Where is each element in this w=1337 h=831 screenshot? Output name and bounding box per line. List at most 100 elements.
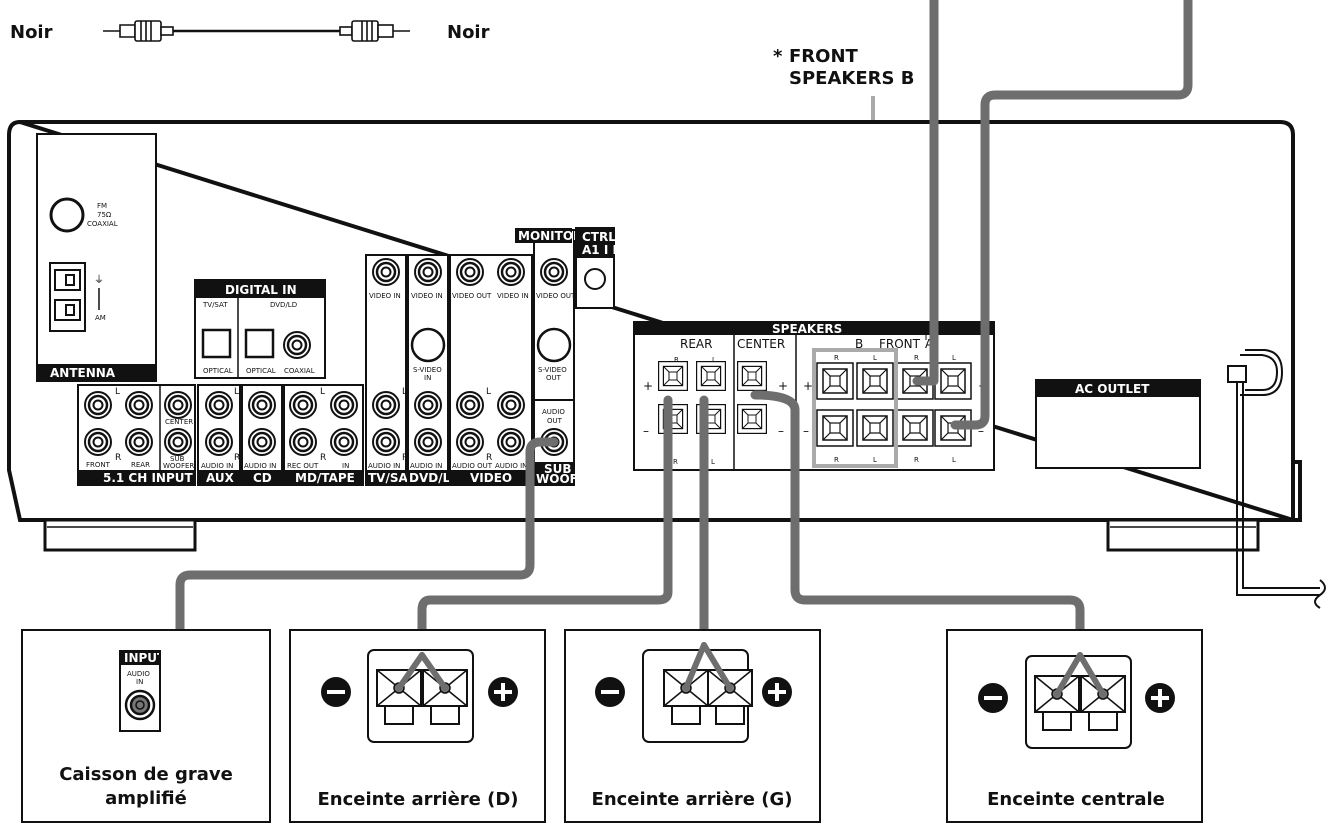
mdtape-out-r-jack[interactable] bbox=[288, 427, 318, 457]
cd-l-jack[interactable] bbox=[247, 390, 277, 420]
frontb-l-minus-terminal[interactable] bbox=[856, 409, 894, 447]
input51-sub-jack[interactable] bbox=[163, 427, 193, 457]
cable-center bbox=[750, 390, 1085, 665]
ac-outlet-title: AC OUTLET bbox=[1075, 382, 1150, 396]
speaker-wire-splits bbox=[396, 642, 1106, 697]
input51-rear-l-jack[interactable] bbox=[124, 390, 154, 420]
dvdld-video-in-jack[interactable] bbox=[413, 257, 443, 287]
rca-cable-icon bbox=[103, 20, 410, 42]
frontb-r-minus-terminal[interactable] bbox=[816, 409, 854, 447]
aux-l-label: L bbox=[234, 387, 239, 397]
sub-audio-label-1: AUDIO bbox=[542, 408, 565, 416]
frontb-r-plus-terminal[interactable] bbox=[816, 362, 854, 400]
fronta-r-minus-terminal[interactable] bbox=[896, 409, 934, 447]
tvsat-title: TV/SAT bbox=[368, 471, 416, 485]
rear-r-plus-terminal[interactable] bbox=[657, 361, 689, 391]
digital-in-section: DIGITAL IN TV/SAT DVD/LD OPTICAL OPTICAL… bbox=[194, 279, 326, 379]
ground-icon: ⏚ bbox=[94, 274, 104, 286]
dvdld-svideo-label-1: S-VIDEO bbox=[413, 366, 442, 374]
rear-l-plus-terminal[interactable] bbox=[695, 361, 727, 391]
cable-left-label: Noir bbox=[10, 22, 53, 43]
cd-r-jack[interactable] bbox=[247, 427, 277, 457]
speakers-section: SPEAKERS REAR CENTER B FRONT A R L R L R… bbox=[633, 321, 995, 471]
input51-front-r-jack[interactable] bbox=[83, 427, 113, 457]
sub-box-audio-in-jack[interactable] bbox=[124, 689, 156, 721]
tvsat-audio-l-jack[interactable] bbox=[371, 390, 401, 420]
rear-plus-label: + bbox=[643, 379, 653, 393]
mdtape-in-r-jack[interactable] bbox=[329, 427, 359, 457]
input51-rear-label: REAR bbox=[131, 461, 150, 469]
monitor-svideo-out-jack[interactable] bbox=[536, 327, 572, 363]
aux-title: AUX bbox=[206, 471, 235, 485]
am-terminal[interactable] bbox=[49, 262, 86, 332]
sub-box-in-label: IN bbox=[136, 678, 143, 686]
fronta-l-plus-terminal[interactable] bbox=[934, 362, 972, 400]
ctrl-title-2: A1 I I bbox=[582, 243, 617, 257]
input51-center-jack[interactable] bbox=[163, 390, 193, 420]
frontb-l-plus-terminal[interactable] bbox=[856, 362, 894, 400]
mdtape-in-l-jack[interactable] bbox=[329, 390, 359, 420]
optical-label-2: OPTICAL bbox=[246, 367, 276, 375]
frontb-l-top-label: L bbox=[873, 354, 877, 362]
antenna-section: ANTENNA FM 75Ω COAXIAL ⏚ AM bbox=[36, 133, 157, 382]
optical-dvdld-jack[interactable] bbox=[244, 328, 275, 359]
dvdld-audio-l-jack[interactable] bbox=[413, 390, 443, 420]
sub-title-1: SUB bbox=[544, 462, 572, 476]
input51-title: 5.1 CH INPUT bbox=[103, 471, 194, 485]
video-audio-in-l-jack[interactable] bbox=[496, 390, 526, 420]
cable-front-a-r bbox=[912, 0, 939, 386]
tvsat-audio-r-jack[interactable] bbox=[371, 427, 401, 457]
video-audio-out-l-jack[interactable] bbox=[455, 390, 485, 420]
frontb-l-bottom-label: L bbox=[873, 456, 877, 464]
video-in-jack[interactable] bbox=[496, 257, 526, 287]
mdtape-out-l-jack[interactable] bbox=[288, 390, 318, 420]
ctrl-a1-jack[interactable] bbox=[584, 268, 606, 290]
video-audio-in-r-jack[interactable] bbox=[496, 427, 526, 457]
sub-box-audio-label: AUDIO bbox=[127, 670, 150, 678]
input51-front-l-jack[interactable] bbox=[83, 390, 113, 420]
tv-l-label: L bbox=[402, 387, 407, 397]
center-plus-terminal[interactable] bbox=[736, 361, 768, 391]
tvsat-video-in-jack[interactable] bbox=[371, 257, 401, 287]
fronta-l-top-label: L bbox=[952, 354, 956, 362]
video-out-jack[interactable] bbox=[455, 257, 485, 287]
center-minus-label: – bbox=[778, 424, 784, 438]
frontb-r-bottom-label: R bbox=[834, 456, 839, 464]
aux-r-jack[interactable] bbox=[204, 427, 234, 457]
digital-in-title: DIGITAL IN bbox=[225, 283, 297, 297]
aux-l-jack[interactable] bbox=[204, 390, 234, 420]
optical-tvsat-jack[interactable] bbox=[201, 328, 232, 359]
input51-rear-r-jack[interactable] bbox=[124, 427, 154, 457]
rear-left-speaker-box: Enceinte arrière (G) bbox=[564, 629, 821, 823]
dvdld-audio-in-label: AUDIO IN bbox=[410, 462, 442, 470]
input-51ch-section: 5.1 CH INPUT L R FRONT REAR CENTER SUB W… bbox=[77, 384, 196, 486]
receiver-foot-left bbox=[43, 518, 197, 552]
dvdld-audio-r-jack[interactable] bbox=[413, 427, 443, 457]
digital-tvsat-label: TV/SAT bbox=[202, 301, 228, 309]
center-minus-terminal[interactable] bbox=[736, 404, 768, 434]
monitor-video-out-jack[interactable] bbox=[539, 257, 569, 287]
fronta-r-top-label: R bbox=[914, 354, 919, 362]
rear-l-bottom-label: L bbox=[711, 458, 715, 466]
rear-minus-label: – bbox=[643, 424, 649, 438]
mdtape-in-label: IN bbox=[342, 462, 349, 470]
dvdld-svideo-in-jack[interactable] bbox=[410, 327, 446, 363]
video-audio-out-r-jack[interactable] bbox=[455, 427, 485, 457]
fm-coaxial-jack[interactable] bbox=[49, 197, 85, 233]
monitor-svideo-label-2: OUT bbox=[546, 374, 562, 382]
dvdld-svideo-label-2: IN bbox=[424, 374, 431, 382]
cable-right-label: Noir bbox=[447, 22, 490, 43]
digital-dvdld-label: DVD/LD bbox=[270, 301, 297, 309]
front-speakers-b-label-line2: SPEAKERS B bbox=[789, 68, 914, 89]
center-plus-label: + bbox=[778, 379, 788, 393]
video-title: VIDEO bbox=[470, 471, 512, 485]
fronta-r-bottom-label: R bbox=[914, 456, 919, 464]
video-l-label: L bbox=[486, 387, 491, 397]
input51-center-label: CENTER bbox=[165, 418, 193, 426]
rear-r-minus-terminal[interactable] bbox=[657, 404, 689, 434]
input51-l-label: L bbox=[115, 387, 120, 397]
input51-sub-label-2: WOOFER bbox=[163, 462, 194, 470]
speakers-b-label: B bbox=[855, 337, 863, 351]
coaxial-dvdld-jack[interactable] bbox=[282, 330, 312, 360]
optical-label-1: OPTICAL bbox=[203, 367, 233, 375]
